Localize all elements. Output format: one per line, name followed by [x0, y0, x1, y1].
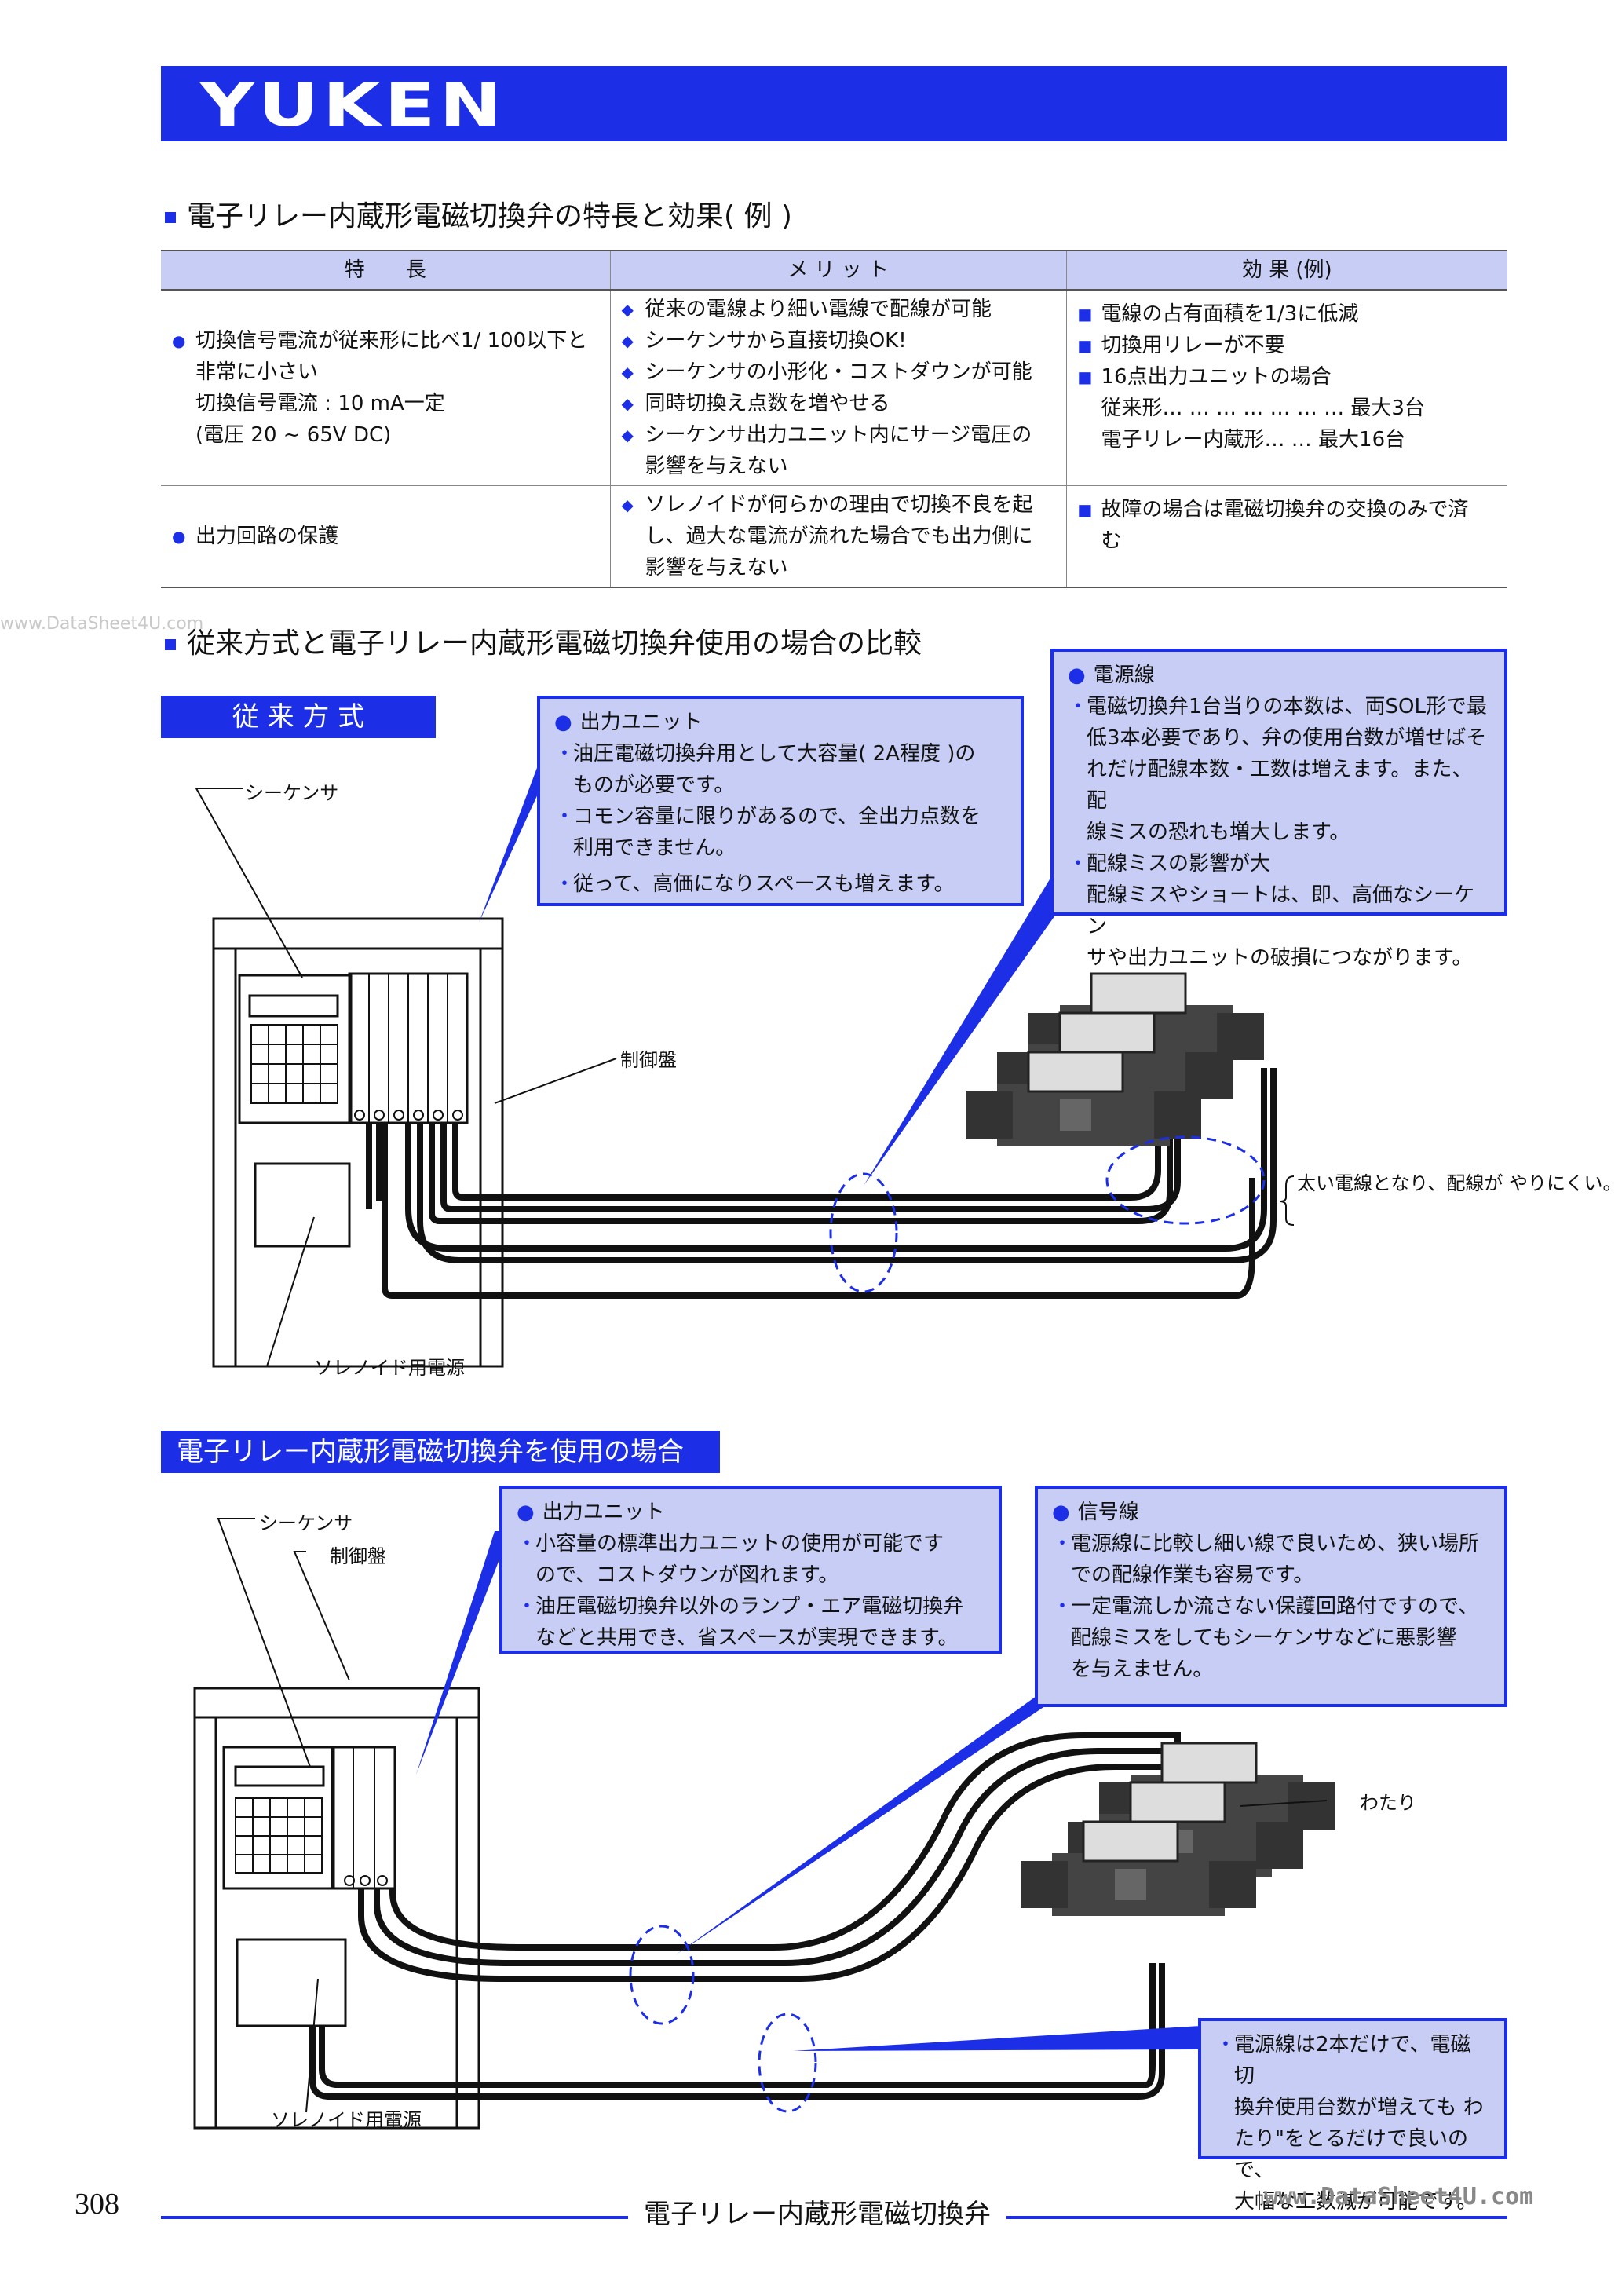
relay-highlight-ellipses [629, 1925, 817, 2113]
conventional-output-units [354, 974, 463, 1123]
relay-power-callout: ・電源線は2本だけで、電磁切 換弁使用台数が増えても わ たり"をとるだけで良い… [1198, 2018, 1507, 2214]
dot-bullet-icon: ● [172, 527, 186, 546]
relay-power-wires [309, 1963, 1165, 2100]
effect-item: ■切換用リレーが不要 [1078, 330, 1497, 361]
watermark: www.DataSheet4U.com [0, 614, 204, 634]
square-bullet-icon: ■ [1077, 500, 1093, 519]
jumper-label: わたり [1360, 1792, 1416, 1814]
diamond-bullet-icon: ◆ [621, 495, 634, 514]
section1-title: 電子リレー内蔵形電磁切換弁の特長と効果( 例 ) [165, 199, 792, 234]
effect-item: ■電線の占有面積を1/3に低減 [1078, 298, 1497, 330]
dot-bullet-icon: ● [1068, 664, 1086, 687]
square-bullet-icon [165, 212, 176, 223]
header-bar [161, 66, 1507, 141]
control-panel-label: 制御盤 [330, 1545, 386, 1567]
dot-bullet-icon: ● [554, 711, 572, 734]
relay-power-supply [236, 1938, 347, 2027]
table-row: ●出力回路の保護 ◆ソレノイドが何らかの理由で切換不良を起 し、過大な電流が流れ… [161, 485, 1507, 588]
yuken-logo: YUKEN [200, 70, 506, 140]
page-number: 308 [75, 2188, 119, 2221]
features-table: 特 長 メ リ ッ ト 効 果 (例) ●切換信号電流が従来形に比べ1/ 100… [161, 250, 1507, 588]
dot-bullet-icon: ● [1052, 1501, 1070, 1524]
relay-control-panel [193, 1687, 480, 2130]
relay-output-callout: ●出力ユニット ・小容量の標準出力ユニットの使用が可能です ので、コストダウンが… [499, 1486, 1002, 1654]
feature-item: ●出力回路の保護 [172, 521, 599, 552]
sequencer-label: シーケンサ [245, 782, 339, 804]
callout-line: ・コモン容量に限りがあるので、全出力点数を 利用できません。 [554, 805, 981, 860]
conventional-valves [964, 972, 1266, 1148]
callout-line: ・一定電流しか流さない保護回路付ですので、 配線ミスをしてもシーケンサなどに悪影… [1052, 1595, 1478, 1681]
callout-line: ・小容量の標準出力ユニットの使用が可能です ので、コストダウンが図れます。 [517, 1532, 944, 1587]
table-row: ●切換信号電流が従来形に比べ1/ 100以下と 非常に小さい 切換信号電流 : … [161, 290, 1507, 486]
diamond-bullet-icon: ◆ [621, 331, 634, 350]
merit-item: ◆シーケンサから直接切換OK! [622, 325, 1055, 356]
callout-line: ・電源線は2本だけで、電磁切 換弁使用台数が増えても わ たり"をとるだけで良い… [1215, 2033, 1484, 2214]
merit-item: ◆ソレノイドが何らかの理由で切換不良を起 し、過大な電流が流れた場合でも出力側に… [622, 489, 1055, 583]
diamond-bullet-icon: ◆ [621, 300, 634, 319]
col-header-effect: 効 果 (例) [1065, 250, 1507, 291]
relay-signal-wires [358, 1732, 1228, 1982]
relay-leader-lines [217, 1518, 1328, 2113]
diamond-bullet-icon: ◆ [621, 363, 634, 382]
feature-item: ●切換信号電流が従来形に比べ1/ 100以下と 非常に小さい 切換信号電流 : … [172, 325, 599, 451]
square-bullet-icon: ■ [1077, 305, 1093, 324]
merit-item: ◆シーケンサ出力ユニット内にサージ電圧の 影響を与えない [622, 419, 1055, 482]
relay-keypad [235, 1797, 323, 1874]
conventional-tag: 従 来 方 式 [161, 696, 436, 738]
square-bullet-icon [165, 639, 176, 650]
relay-callout-pointers [416, 1531, 1201, 2051]
callout-line: ・油圧電磁切換弁以外のランプ・エア電磁切換弁 などと共用でき、省スペースが実現で… [517, 1595, 964, 1650]
conventional-power-callout: ●電源線 ・電磁切換弁1台当りの本数は、両SOL形で最 低3本必要であり、弁の使… [1050, 649, 1507, 970]
solenoid-power-label: ソレノイド用電源 [314, 1357, 465, 1379]
merit-item: ◆同時切換え点数を増やせる [622, 388, 1055, 419]
merit-item: ◆シーケンサの小形化・コストダウンが可能 [622, 356, 1055, 388]
effect-item: ■故障の場合は電磁切換弁の交換のみで済 む [1078, 494, 1497, 557]
square-bullet-icon: ■ [1077, 367, 1093, 386]
effect-note: 従来形… … … … … … … 最大3台 [1101, 397, 1425, 420]
dot-bullet-icon: ● [517, 1501, 535, 1524]
relay-tag: 電子リレー内蔵形電磁切換弁を使用の場合 [161, 1431, 720, 1473]
conventional-highlight-ellipses [829, 1135, 1266, 1293]
effect-item: ■16点出力ユニットの場合 [1078, 361, 1497, 393]
conventional-control-panel [212, 917, 504, 1368]
diamond-bullet-icon: ◆ [621, 426, 634, 444]
footer-site: www.DataSheet4U.com [1264, 2183, 1534, 2210]
col-header-merit: メ リ ッ ト [609, 250, 1066, 291]
conventional-power-supply [254, 1162, 351, 1248]
thick-wire-note: 太い電線となり、配線が やりにくい。 [1297, 1172, 1622, 1194]
square-bullet-icon: ■ [1077, 336, 1093, 355]
relay-output-units [344, 1747, 388, 1888]
conventional-output-callout: ●出力ユニット ・油圧電磁切換弁用として大容量( 2A程度 )の ものが必要です… [537, 696, 1024, 906]
conventional-power-wires [366, 1068, 1277, 1299]
callout-line: ・電源線に比較し細い線で良いため、狭い場所 での配線作業も容易です。 [1052, 1532, 1480, 1587]
callout-line: ・配線ミスの影響が大 配線ミスやショートは、即、高価なシーケン サや出力ユニット… [1068, 852, 1475, 970]
conventional-leader-lines [195, 788, 1295, 1367]
col-header-feature: 特 長 [161, 250, 610, 291]
dot-bullet-icon: ● [172, 331, 186, 350]
sequencer-label: シーケンサ [259, 1512, 353, 1534]
footer-title: 電子リレー内蔵形電磁切換弁 [628, 2191, 1006, 2238]
callout-line: ・電磁切換弁1台当りの本数は、両SOL形で最 低3本必要であり、弁の使用台数が増… [1068, 695, 1487, 844]
merit-item: ◆従来の電線より細い電線で配線が可能 [622, 294, 1055, 325]
table-header-row: 特 長 メ リ ッ ト 効 果 (例) [161, 250, 1507, 291]
section2-title: 従来方式と電子リレー内蔵形電磁切換弁使用の場合の比較 [165, 627, 922, 661]
callout-line: ・油圧電磁切換弁用として大容量( 2A程度 )の ものが必要です。 [554, 742, 976, 797]
diamond-bullet-icon: ◆ [621, 394, 634, 413]
solenoid-power-label: ソレノイド用電源 [271, 2109, 422, 2131]
callout-line: ・従って、高価になりスペースも増えます。 [554, 872, 955, 896]
effect-note: 電子リレー内蔵形… … 最大16台 [1101, 428, 1406, 452]
control-panel-label: 制御盤 [620, 1049, 677, 1071]
relay-signal-callout: ●信号線 ・電源線に比較し細い線で良いため、狭い場所 での配線作業も容易です。 … [1035, 1486, 1507, 1707]
conventional-keypad [250, 1024, 338, 1104]
